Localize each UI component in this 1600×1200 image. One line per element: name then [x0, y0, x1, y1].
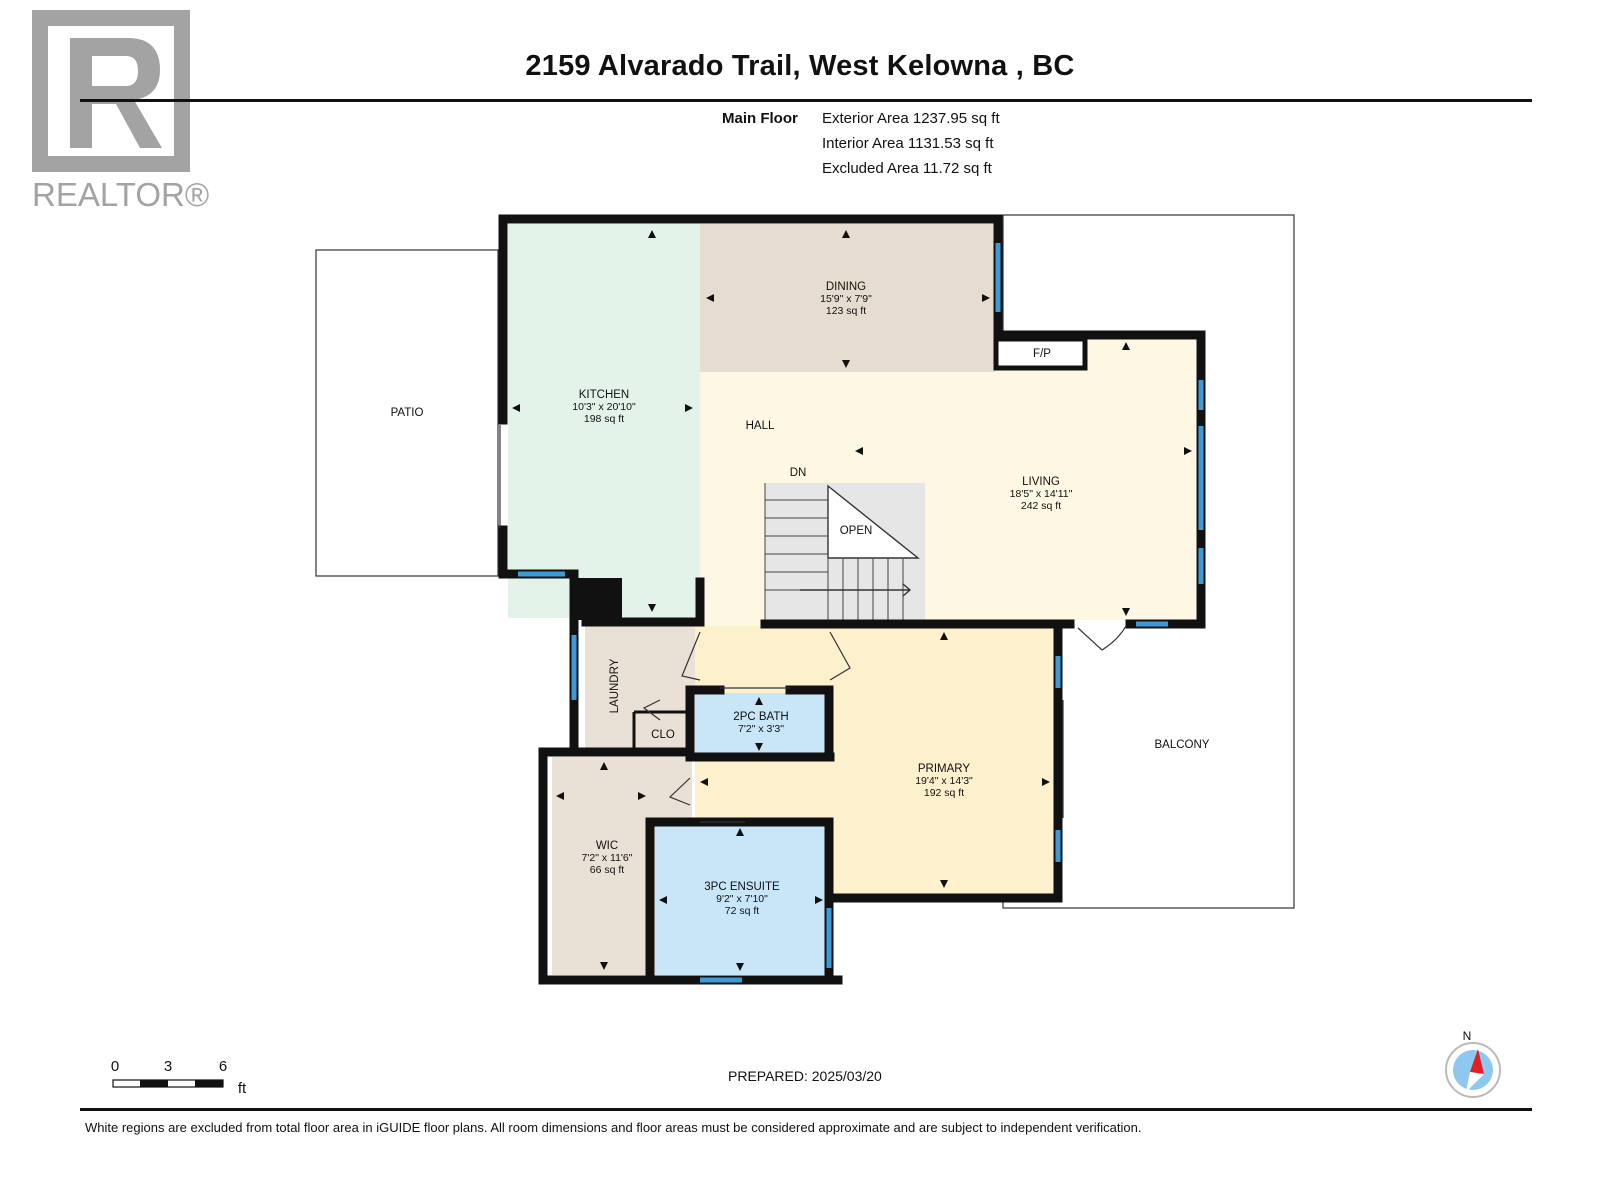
wic-label: WIC 7'2" x 11'6" 66 sq ft — [582, 840, 633, 876]
kitchen-area: 198 sq ft — [584, 413, 624, 425]
structural-column — [578, 578, 622, 620]
kitchen-name: KITCHEN — [579, 389, 629, 401]
realtor-logo-text: REALTOR® — [32, 176, 209, 213]
fireplace — [993, 336, 1088, 371]
page-title: 2159 Alvarado Trail, West Kelowna , BC — [525, 50, 1075, 82]
compass-icon: N — [1445, 1029, 1501, 1098]
prepared-date: PREPARED: 2025/03/20 — [728, 1068, 882, 1084]
patio-area — [315, 249, 499, 577]
compass-north-label: N — [1463, 1029, 1472, 1043]
open-name: OPEN — [840, 525, 873, 537]
footer-divider — [80, 1108, 1532, 1111]
living-label: LIVING 18'5" x 14'11" 242 sq ft — [1010, 476, 1073, 512]
living-area: 242 sq ft — [1021, 500, 1061, 512]
bath2pc-label: 2PC BATH 7'2" x 3'3" — [733, 711, 788, 735]
windows — [518, 243, 1204, 983]
dining-name: DINING — [826, 281, 866, 293]
realtor-r-logo-icon — [32, 10, 190, 172]
wic-name: WIC — [596, 840, 618, 852]
header-divider — [80, 99, 1532, 102]
closet-fill — [634, 712, 689, 754]
bath2pc-dims: 7'2" x 3'3" — [738, 723, 784, 735]
living-name: LIVING — [1022, 476, 1060, 488]
wic-dims: 7'2" x 11'6" — [582, 852, 633, 864]
primary-area: 192 sq ft — [924, 787, 964, 799]
ensuite-fill — [655, 822, 829, 975]
dining-dims: 15'9" x 7'9" — [820, 293, 872, 305]
doors — [499, 425, 1127, 823]
dining-fill — [700, 224, 997, 372]
excluded-area: Excluded Area 11.72 sq ft — [822, 160, 992, 177]
dining-label: DINING 15'9" x 7'9" 123 sq ft — [820, 281, 872, 317]
kitchen-dims: 10'3" x 20'10" — [572, 401, 636, 413]
balcony-name: BALCONY — [1155, 739, 1210, 751]
scale-tick-6: 6 — [219, 1058, 227, 1075]
realtor-logo: REALTOR® — [32, 10, 209, 213]
stairs — [764, 483, 925, 620]
hall-name: HALL — [746, 420, 775, 432]
closet-name: CLO — [651, 729, 675, 741]
patio-name: PATIO — [391, 407, 424, 419]
primary-name: PRIMARY — [918, 763, 971, 775]
exterior-area: Exterior Area 1237.95 sq ft — [822, 110, 1000, 127]
primary-label: PRIMARY 19'4" x 14'3" 192 sq ft — [915, 763, 973, 799]
scale-tick-3: 3 — [164, 1058, 172, 1075]
footer-disclaimer: White regions are excluded from total fl… — [85, 1120, 1142, 1135]
ensuite-area: 72 sq ft — [725, 905, 760, 917]
wic-area: 66 sq ft — [590, 864, 625, 876]
dimension-arrows — [512, 230, 1192, 971]
primary-dims: 19'4" x 14'3" — [915, 775, 973, 787]
ensuite-name: 3PC ENSUITE — [704, 881, 780, 893]
kitchen-fill — [508, 224, 700, 618]
ensuite-dims: 9'2" x 7'10" — [716, 893, 768, 905]
closet-walls — [632, 710, 690, 754]
ensuite-label: 3PC ENSUITE 9'2" x 7'10" 72 sq ft — [704, 881, 780, 917]
scale-unit: ft — [238, 1080, 247, 1097]
stairs-down-label: DN — [790, 467, 807, 479]
scale-bar: 0 3 6 ft — [111, 1058, 247, 1097]
interior-area: Interior Area 1131.53 sq ft — [822, 135, 994, 152]
floor-name: Main Floor — [722, 110, 798, 127]
living-dims: 18'5" x 14'11" — [1010, 488, 1073, 500]
bath2pc-name: 2PC BATH — [733, 711, 788, 723]
fireplace-name: F/P — [1033, 348, 1051, 360]
dining-area: 123 sq ft — [826, 305, 866, 317]
laundry-name: LAUNDRY — [609, 658, 621, 713]
kitchen-label: KITCHEN 10'3" x 20'10" 198 sq ft — [572, 389, 636, 425]
scale-tick-0: 0 — [111, 1058, 119, 1075]
